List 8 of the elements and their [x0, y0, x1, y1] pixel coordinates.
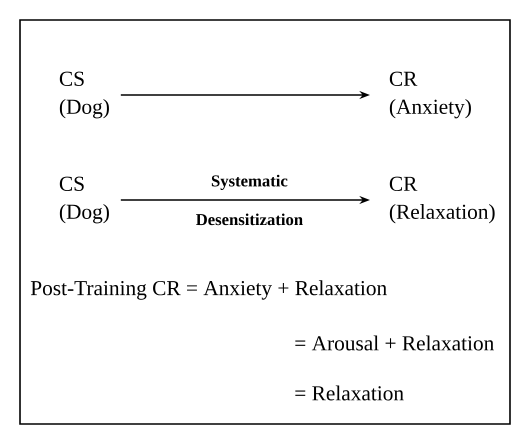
edge-label: Systematic Desensitization — [196, 174, 303, 226]
text-label: CR (Anxiety) — [390, 72, 471, 118]
equation-text: = Relaxation — [295, 385, 404, 400]
text-label: CR (Relaxation) — [390, 176, 495, 224]
text-label: CS (Dog) — [60, 176, 109, 224]
equation-text: = Arousal + Relaxation — [295, 335, 494, 350]
equation-text: Post-Training CR = Anxiety + Relaxation — [30, 280, 387, 300]
text-label: CS (Dog) — [60, 72, 109, 118]
